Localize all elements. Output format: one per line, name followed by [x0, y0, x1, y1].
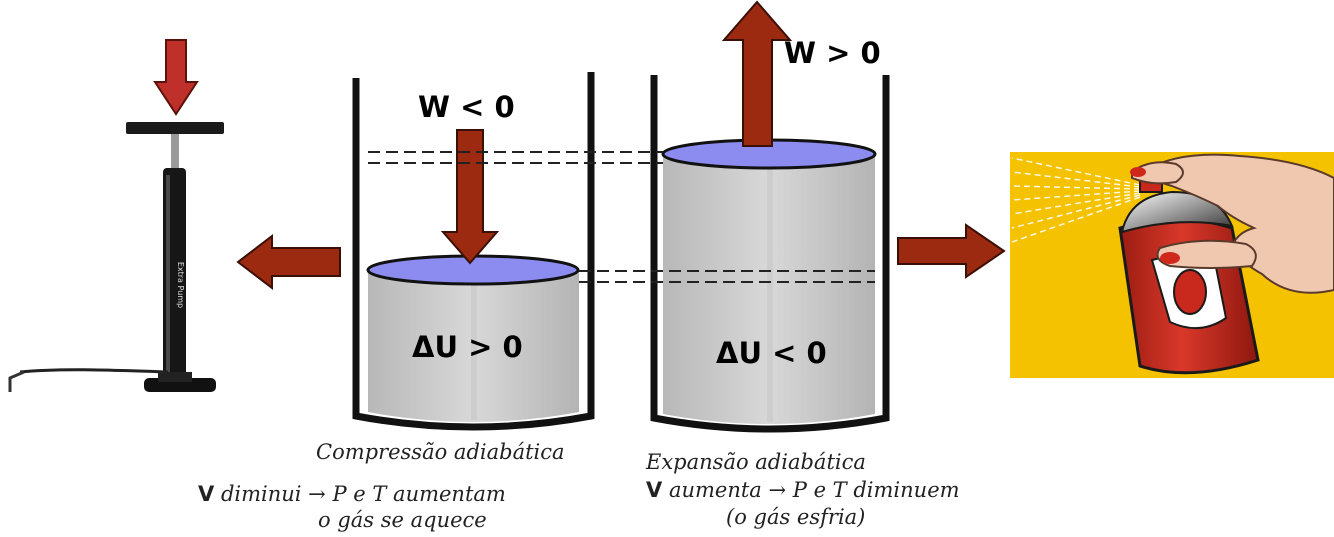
finger — [1156, 239, 1257, 269]
expansion-cylinder-wall — [650, 75, 890, 433]
compression-work-label: W < 0 — [418, 90, 515, 124]
expansion-work-label: W > 0 — [784, 36, 881, 70]
pump-brand-text: Extra Pump — [176, 262, 185, 308]
bicycle-pump: Extra Pump — [8, 39, 224, 392]
expansion-volume-symbol: V — [646, 478, 663, 502]
pump-hose — [19, 368, 169, 374]
expansion-caption-line1: V aumenta → P e T diminuem — [646, 478, 960, 502]
compression-cylinder — [352, 72, 595, 431]
thumb-nail — [1130, 167, 1146, 177]
pump-handle — [126, 122, 224, 134]
compression-cylinder-wall — [352, 72, 595, 431]
expansion-caption-title: Expansão adiabática — [646, 450, 866, 474]
piston-level-lines — [368, 151, 875, 283]
expansion-energy-label: ΔU < 0 — [716, 336, 827, 370]
finger-nail — [1160, 252, 1180, 264]
expansion-caption-text: aumenta → P e T diminuem — [668, 478, 960, 502]
arrow-right — [897, 223, 1006, 279]
thumb — [1131, 161, 1184, 185]
expansion-work-arrow — [721, 0, 793, 147]
compression-energy-label: ΔU > 0 — [412, 330, 523, 364]
compression-work-arrow — [440, 129, 500, 265]
arrow-left — [236, 233, 341, 291]
compression-volume-symbol: V — [198, 482, 215, 506]
compression-caption-title: Compressão adiabática — [316, 440, 565, 464]
spray-mist — [1011, 157, 1141, 243]
expansion-cylinder — [650, 0, 890, 433]
pump-push-arrow — [153, 39, 199, 116]
expansion-caption-line2: (o gás esfria) — [726, 505, 866, 529]
compression-caption-line2: o gás se aquece — [318, 508, 487, 532]
compression-caption-line1: V diminui → P e T aumentam — [198, 482, 506, 506]
compression-caption-text: diminui → P e T aumentam — [220, 482, 506, 506]
spray-can-illustration — [1010, 152, 1334, 378]
